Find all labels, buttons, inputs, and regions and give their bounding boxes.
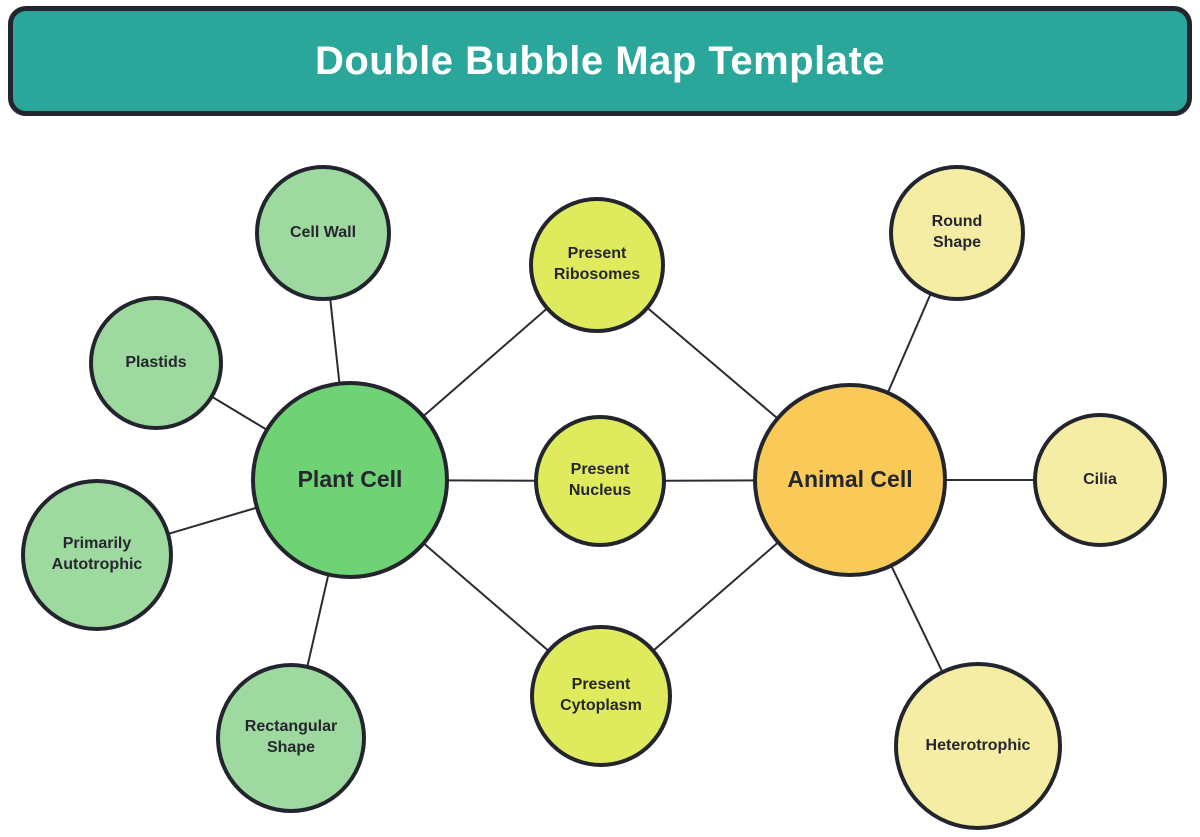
title-banner: Double Bubble Map Template: [8, 6, 1192, 116]
bubble-plastids: Plastids: [89, 296, 223, 430]
bubble-present-cytoplasm: Present Cytoplasm: [530, 625, 672, 767]
bubble-label-present-cytoplasm: Present Cytoplasm: [560, 676, 642, 714]
bubble-label-animal-cell: Animal Cell: [787, 466, 913, 493]
bubble-primarily-autotrophic: Primarily Autotrophic: [21, 479, 173, 631]
bubble-label-plastids: Plastids: [125, 353, 187, 371]
bubble-cilia: Cilia: [1033, 413, 1167, 547]
bubble-label-rectangular-shape: Rectangular Shape: [244, 718, 338, 756]
bubble-label-plant-cell: Plant Cell: [297, 466, 403, 493]
bubble-label-present-nucleus: Present Nucleus: [568, 461, 632, 499]
bubble-label-heterotrophic: Heterotrophic: [925, 736, 1031, 754]
bubble-label-primarily-autotrophic: Primarily Autotrophic: [51, 535, 143, 573]
bubble-cell-wall: Cell Wall: [255, 165, 391, 301]
bubble-label-present-ribosomes: Present Ribosomes: [553, 245, 641, 283]
bubble-label-cilia: Cilia: [1083, 470, 1117, 488]
bubble-plant-cell: Plant Cell: [251, 381, 449, 579]
bubble-present-ribosomes: Present Ribosomes: [529, 197, 665, 333]
bubble-heterotrophic: Heterotrophic: [894, 662, 1062, 830]
bubble-round-shape: Round Shape: [889, 165, 1025, 301]
bubble-animal-cell: Animal Cell: [753, 383, 947, 577]
bubble-rectangular-shape: Rectangular Shape: [216, 663, 366, 813]
page-title: Double Bubble Map Template: [314, 38, 886, 83]
bubble-label-cell-wall: Cell Wall: [289, 223, 357, 241]
bubble-label-round-shape: Round Shape: [931, 213, 983, 251]
bubble-present-nucleus: Present Nucleus: [534, 415, 666, 547]
